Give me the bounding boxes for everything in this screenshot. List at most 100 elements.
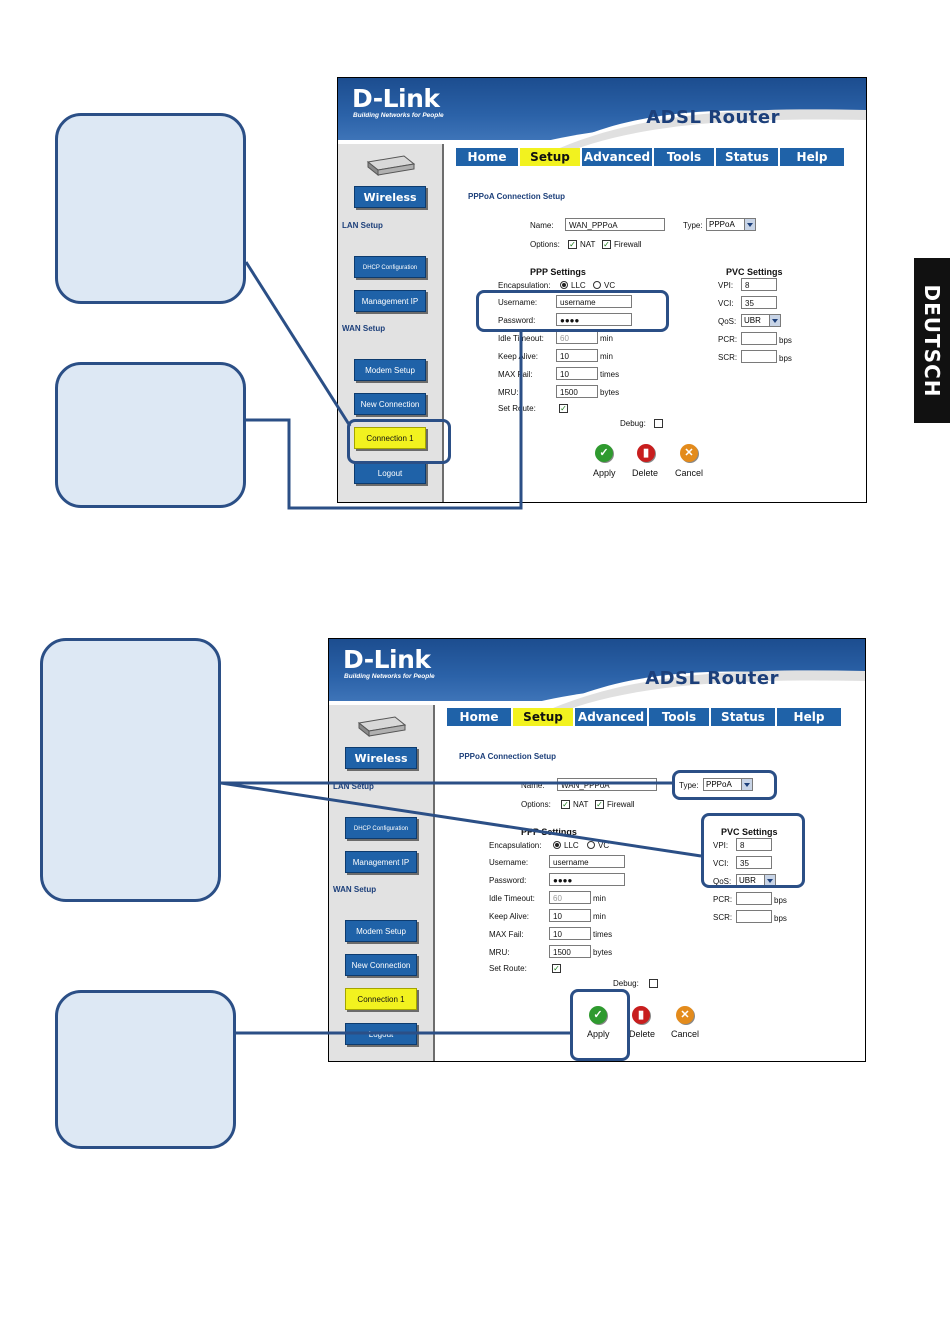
vc-label: VC bbox=[604, 281, 616, 290]
options-label: Options: bbox=[521, 800, 551, 809]
scr-input[interactable] bbox=[741, 350, 777, 363]
tab-tools[interactable]: Tools bbox=[654, 148, 716, 166]
pcr-label: PCR: bbox=[713, 895, 733, 904]
vci-input[interactable]: 35 bbox=[741, 296, 777, 309]
language-side-tab: DEUTSCH bbox=[914, 258, 950, 423]
scr-input[interactable] bbox=[736, 910, 772, 923]
pcr-input[interactable] bbox=[741, 332, 777, 345]
nav-wireless[interactable]: Wireless bbox=[354, 186, 426, 208]
cancel-icon[interactable]: ✕ bbox=[676, 1006, 694, 1024]
nav-dhcp[interactable]: DHCP Configuration bbox=[345, 817, 417, 839]
tab-advanced[interactable]: Advanced bbox=[575, 708, 649, 726]
nat-label: NAT bbox=[580, 240, 596, 249]
mru-input[interactable]: 1500 bbox=[556, 385, 598, 398]
set-route-checkbox[interactable]: ✓ bbox=[559, 404, 568, 413]
max-fail-input[interactable]: 10 bbox=[549, 927, 591, 940]
password-input[interactable]: ●●●● bbox=[556, 313, 632, 326]
vpi-input[interactable]: 8 bbox=[736, 838, 772, 851]
name-input[interactable]: WAN_PPPoA bbox=[565, 218, 665, 231]
debug-checkbox[interactable] bbox=[654, 419, 663, 428]
nav-new-connection[interactable]: New Connection bbox=[354, 393, 426, 415]
nav-management-ip[interactable]: Management IP bbox=[345, 851, 417, 873]
vc-radio[interactable] bbox=[593, 281, 601, 289]
trash-icon[interactable]: ▮ bbox=[632, 1006, 650, 1024]
mru-unit: bytes bbox=[600, 388, 620, 397]
max-fail-unit: times bbox=[600, 370, 620, 379]
ppp-settings-heading: PPP Settings bbox=[530, 267, 586, 277]
idle-timeout-input[interactable]: 60 bbox=[556, 331, 598, 344]
debug-checkbox[interactable] bbox=[649, 979, 658, 988]
firewall-checkbox[interactable]: ✓ bbox=[595, 800, 604, 809]
trash-icon[interactable]: ▮ bbox=[637, 444, 655, 462]
tab-status[interactable]: Status bbox=[711, 708, 777, 726]
qos-select-value: UBR bbox=[739, 876, 756, 885]
scr-unit: bps bbox=[774, 914, 787, 923]
check-icon[interactable]: ✓ bbox=[595, 444, 613, 462]
idle-timeout-input[interactable]: 60 bbox=[549, 891, 591, 904]
set-route-checkbox[interactable]: ✓ bbox=[552, 964, 561, 973]
apply-button[interactable]: Apply bbox=[593, 468, 616, 478]
nav-management-ip[interactable]: Management IP bbox=[354, 290, 426, 312]
tab-help[interactable]: Help bbox=[777, 708, 843, 726]
keep-alive-input[interactable]: 10 bbox=[549, 909, 591, 922]
encapsulation-label: Encapsulation: bbox=[498, 281, 551, 290]
max-fail-label: MAX Fail: bbox=[498, 370, 533, 379]
max-fail-label: MAX Fail: bbox=[489, 930, 524, 939]
nav-modem-setup[interactable]: Modem Setup bbox=[345, 920, 417, 942]
main-tabs: Home Setup Advanced Tools Status Help bbox=[456, 148, 846, 166]
cancel-button[interactable]: Cancel bbox=[671, 1029, 700, 1039]
pcr-input[interactable] bbox=[736, 892, 772, 905]
vci-label: VCI: bbox=[713, 859, 729, 868]
username-input[interactable]: username bbox=[556, 295, 632, 308]
tab-home[interactable]: Home bbox=[447, 708, 513, 726]
type-select-value: PPPoA bbox=[706, 780, 732, 789]
type-select[interactable]: PPPoA bbox=[703, 778, 753, 791]
keep-alive-input[interactable]: 10 bbox=[556, 349, 598, 362]
nat-checkbox[interactable]: ✓ bbox=[568, 240, 577, 249]
tab-tools[interactable]: Tools bbox=[649, 708, 711, 726]
tab-status[interactable]: Status bbox=[716, 148, 780, 166]
type-label: Type: bbox=[683, 221, 703, 230]
callout-box-4 bbox=[55, 990, 236, 1149]
tab-setup[interactable]: Setup bbox=[520, 148, 582, 166]
llc-radio[interactable] bbox=[560, 281, 568, 289]
delete-button[interactable]: Delete bbox=[632, 468, 659, 478]
pvc-settings-heading: PVC Settings bbox=[721, 827, 778, 837]
form-title: PPPoA Connection Setup bbox=[468, 192, 566, 201]
cancel-icon[interactable]: ✕ bbox=[680, 444, 698, 462]
vc-radio[interactable] bbox=[587, 841, 595, 849]
nav-wireless[interactable]: Wireless bbox=[345, 747, 417, 769]
name-label: Name: bbox=[530, 221, 554, 230]
tab-advanced[interactable]: Advanced bbox=[582, 148, 654, 166]
tab-help[interactable]: Help bbox=[780, 148, 846, 166]
delete-button[interactable]: Delete bbox=[629, 1029, 656, 1039]
highlight-credentials bbox=[476, 290, 669, 332]
nav-connection-1[interactable]: Connection 1 bbox=[345, 988, 417, 1010]
pcr-label: PCR: bbox=[718, 335, 738, 344]
qos-select[interactable]: UBR bbox=[741, 314, 781, 327]
tab-setup[interactable]: Setup bbox=[513, 708, 575, 726]
qos-select[interactable]: UBR bbox=[736, 874, 776, 887]
tab-home[interactable]: Home bbox=[456, 148, 520, 166]
username-input[interactable]: username bbox=[549, 855, 625, 868]
password-label: Password: bbox=[498, 316, 536, 325]
nav-dhcp[interactable]: DHCP Configuration bbox=[354, 256, 426, 278]
password-input[interactable]: ●●●● bbox=[549, 873, 625, 886]
llc-radio[interactable] bbox=[553, 841, 561, 849]
type-select[interactable]: PPPoA bbox=[706, 218, 756, 231]
check-icon[interactable]: ✓ bbox=[589, 1006, 607, 1024]
max-fail-input[interactable]: 10 bbox=[556, 367, 598, 380]
firewall-checkbox[interactable]: ✓ bbox=[602, 240, 611, 249]
vci-input[interactable]: 35 bbox=[736, 856, 772, 869]
set-route-label: Set Route: bbox=[489, 964, 527, 973]
vpi-label: VPI: bbox=[713, 841, 729, 850]
vpi-input[interactable]: 8 bbox=[741, 278, 777, 291]
nav-modem-setup[interactable]: Modem Setup bbox=[354, 359, 426, 381]
idle-timeout-unit: min bbox=[593, 894, 606, 903]
apply-button[interactable]: Apply bbox=[587, 1029, 610, 1039]
mru-input[interactable]: 1500 bbox=[549, 945, 591, 958]
nav-connection-1[interactable]: Connection 1 bbox=[354, 427, 426, 449]
nav-new-connection[interactable]: New Connection bbox=[345, 954, 417, 976]
nat-checkbox[interactable]: ✓ bbox=[561, 800, 570, 809]
cancel-button[interactable]: Cancel bbox=[675, 468, 704, 478]
